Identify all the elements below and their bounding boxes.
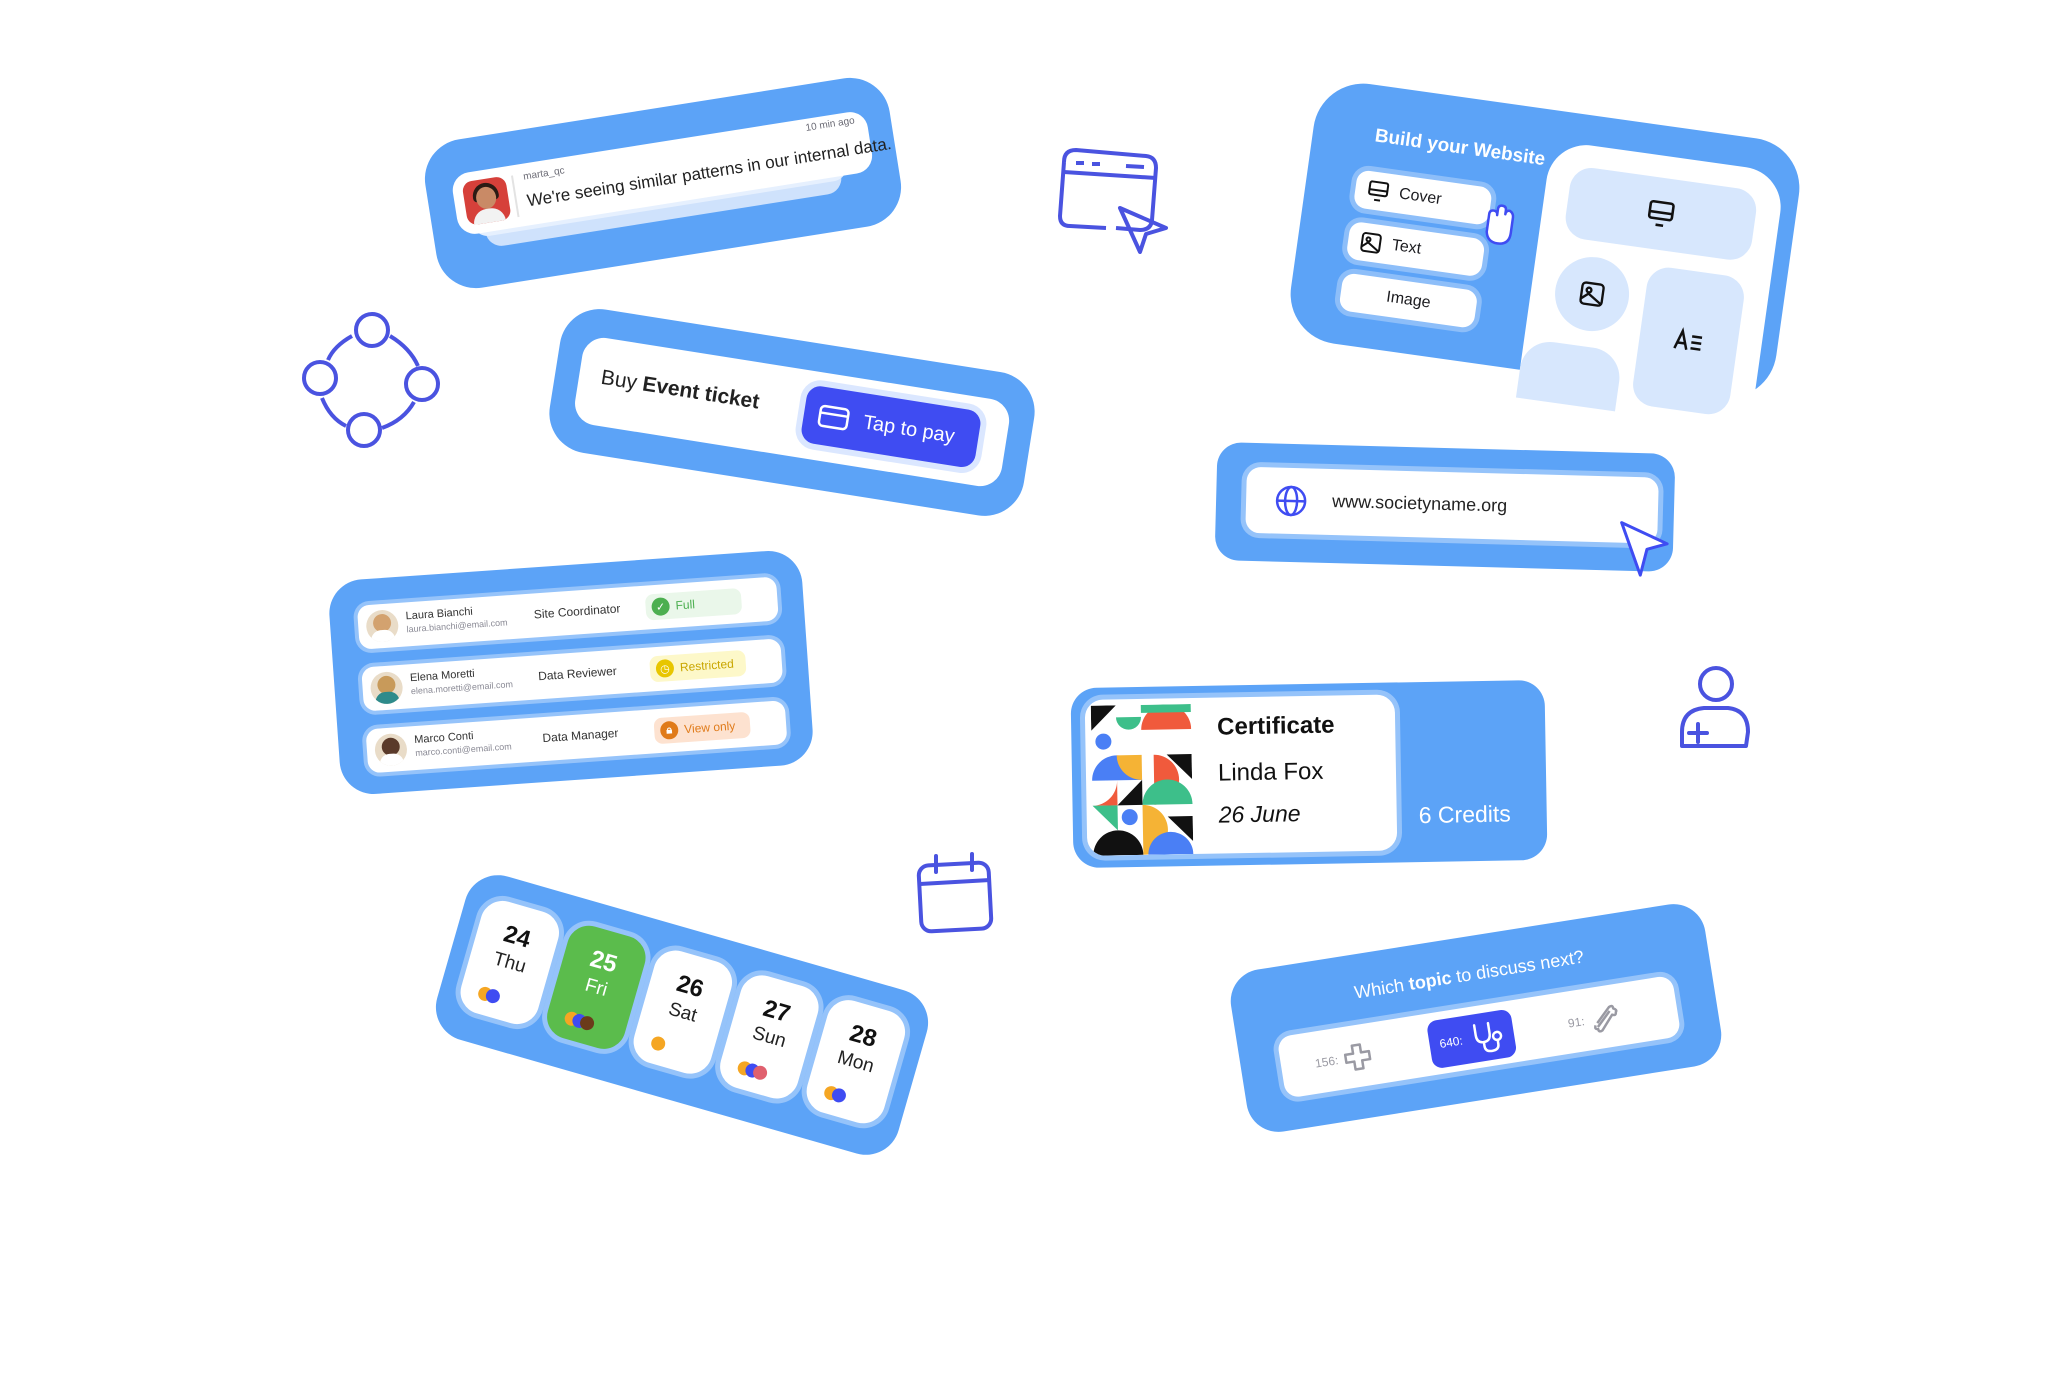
website-builder-card: Build your Website Cover Text Image xyxy=(1284,77,1806,421)
user-access-table: Laura Bianchi laura.bianchi@email.com Si… xyxy=(327,548,815,797)
preview-tile-extra xyxy=(1515,338,1624,412)
user-role: Data Manager xyxy=(542,725,619,746)
table-row[interactable]: Elena Moretti elena.moretti@email.com Da… xyxy=(361,638,784,712)
certificate-body[interactable]: Certificate Linda Fox 26 June xyxy=(1084,694,1398,856)
option-image[interactable]: Image xyxy=(1338,272,1479,329)
event-dots xyxy=(476,985,502,1005)
geometric-pattern-icon xyxy=(1090,704,1194,856)
access-label: Full xyxy=(675,597,696,613)
credit-card-icon xyxy=(817,404,850,431)
calendar-icon xyxy=(916,852,994,934)
topic-poll-card: Which topic to discuss next? 156: 640: 9… xyxy=(1226,899,1726,1137)
text-align-icon xyxy=(1673,327,1703,351)
vote-count: 640: xyxy=(1438,1033,1464,1051)
access-label: Restricted xyxy=(679,656,735,675)
url-card: www.societyname.org xyxy=(1214,442,1676,577)
preview-tile-text[interactable] xyxy=(1630,264,1747,418)
access-badge[interactable]: ✓ Full xyxy=(644,587,743,621)
message-card: marta_qc 10 min ago We're seeing similar… xyxy=(419,72,907,294)
option-label: Image xyxy=(1385,288,1432,312)
user-role: Data Reviewer xyxy=(537,663,618,684)
divider xyxy=(510,175,520,218)
avatar xyxy=(369,670,404,705)
image-icon xyxy=(1579,281,1605,307)
vote-count: 156: xyxy=(1314,1053,1340,1071)
network-cycle-icon xyxy=(302,312,440,448)
cursor-arrow-icon xyxy=(1620,521,1669,577)
option-label: Cover xyxy=(1397,185,1443,209)
table-row[interactable]: Laura Bianchi laura.bianchi@email.com Si… xyxy=(356,576,779,650)
hand-pointer-icon xyxy=(1485,204,1515,245)
url-input[interactable]: www.societyname.org xyxy=(1245,466,1659,544)
ticket-bar: Buy Event ticket Tap to pay xyxy=(571,334,1013,490)
tap-to-pay-button[interactable]: Tap to pay xyxy=(799,384,983,470)
url-text: www.societyname.org xyxy=(1331,491,1508,516)
avatar xyxy=(373,732,409,767)
vote-count: 91: xyxy=(1566,1014,1586,1031)
builder-title: Build your Website xyxy=(1373,125,1547,171)
option-label: Text xyxy=(1390,236,1423,258)
preview-tile-image[interactable] xyxy=(1550,252,1634,336)
monitor-icon xyxy=(1647,199,1675,228)
lock-icon: 🔒︎ xyxy=(659,720,679,740)
poll-option[interactable]: 91: xyxy=(1566,1000,1621,1040)
recipient-name: Linda Fox xyxy=(1217,757,1324,787)
event-dots xyxy=(736,1059,769,1082)
stethoscope-icon xyxy=(1473,1021,1503,1053)
tap-to-pay-label: Tap to pay xyxy=(861,410,957,448)
preview-panel xyxy=(1515,140,1786,421)
event-dots xyxy=(562,1010,596,1032)
certificate-date: 26 June xyxy=(1218,800,1301,828)
ticket-label: Buy Event ticket xyxy=(599,365,761,414)
user-role: Site Coordinator xyxy=(533,601,621,622)
poll-option-selected[interactable]: 640: xyxy=(1425,1008,1518,1070)
image-icon xyxy=(1360,232,1382,254)
preview-tile-cover[interactable] xyxy=(1562,165,1759,263)
date-picker-card: 24 Thu 25 Fri 26 Sat 27 Sun 28 Mon xyxy=(427,867,937,1163)
browser-cursor-icon xyxy=(1058,148,1168,254)
option-text[interactable]: Text xyxy=(1345,220,1486,278)
event-dots xyxy=(822,1084,848,1105)
monitor-icon xyxy=(1368,180,1390,202)
day-28[interactable]: 28 Mon xyxy=(801,994,911,1129)
avatar xyxy=(461,175,512,226)
certificate-title: Certificate xyxy=(1216,711,1335,741)
globe-icon xyxy=(1275,485,1307,517)
event-dots xyxy=(649,1034,667,1053)
certificate-card: Certificate Linda Fox 26 June 6 Credits xyxy=(1070,679,1548,869)
access-badge[interactable]: ◷ Restricted xyxy=(649,649,747,683)
user-plus-icon xyxy=(1680,666,1750,748)
option-cover[interactable]: Cover xyxy=(1352,169,1493,226)
clock-icon: ◷ xyxy=(655,658,675,679)
table-row[interactable]: Marco Conti marco.conti@email.com Data M… xyxy=(365,700,788,774)
access-label: View only xyxy=(683,718,736,737)
bone-icon xyxy=(1593,1004,1618,1033)
avatar xyxy=(365,608,400,644)
access-badge[interactable]: 🔒︎ View only xyxy=(653,711,751,745)
ticket-card: Buy Event ticket Tap to pay xyxy=(543,303,1041,522)
check-icon: ✓ xyxy=(651,596,671,617)
plus-icon xyxy=(1344,1043,1372,1071)
message-username: marta_qc xyxy=(522,165,566,183)
poll-options: 156: 640: 91: xyxy=(1276,974,1682,1099)
poll-option[interactable]: 156: xyxy=(1313,1039,1375,1080)
message-timestamp: 10 min ago xyxy=(804,115,856,134)
credits-label: 6 Credits xyxy=(1418,800,1511,829)
